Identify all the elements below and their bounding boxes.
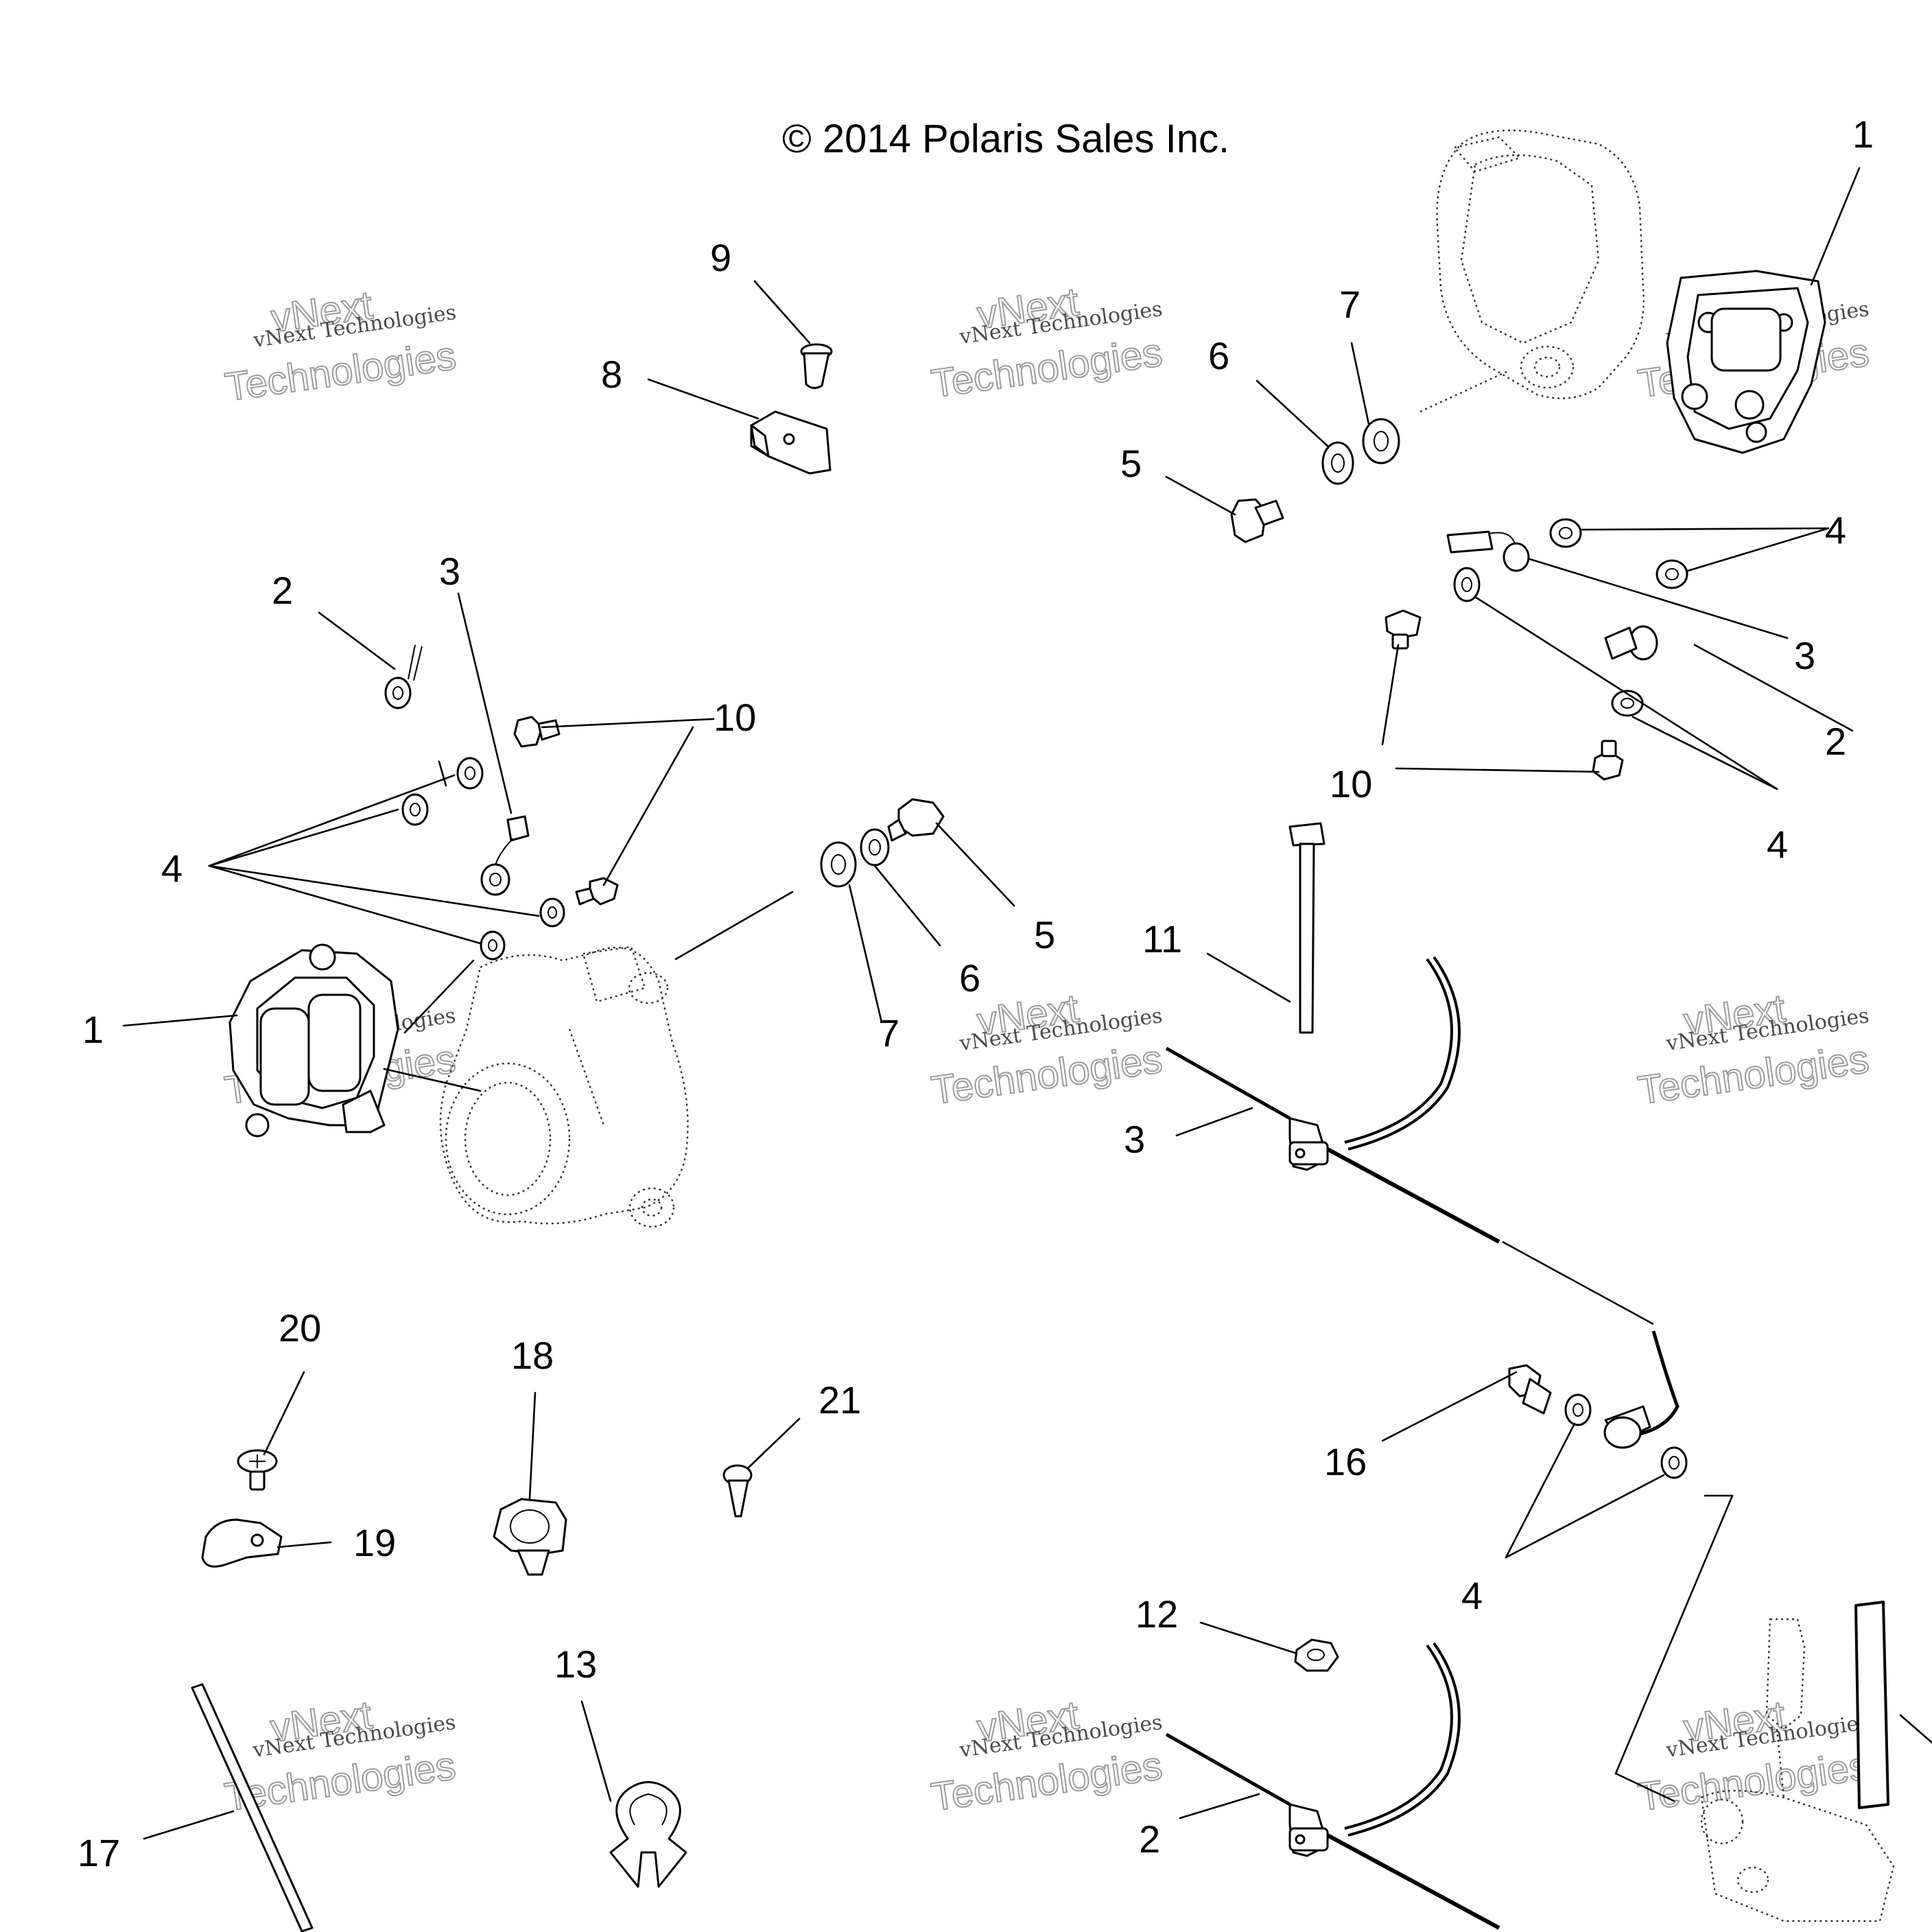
callout-13: 13 (554, 1642, 597, 1686)
callout-labels: 1 1 2 2 2 3 3 3 4 4 4 4 5 5 6 6 7 7 8 9 … (78, 113, 1874, 1874)
callout-6-mid: 6 (959, 956, 980, 1000)
washer-part-6-top (1321, 441, 1354, 485)
washer-part-4-bottom-a (1564, 1393, 1592, 1426)
callout-4-bottom: 4 (1461, 1574, 1483, 1617)
callout-21: 21 (818, 1378, 861, 1422)
callout-2-left: 2 (272, 569, 293, 612)
callout-9: 9 (710, 236, 731, 279)
callout-5-mid: 5 (1034, 913, 1055, 956)
callout-8: 8 (601, 353, 622, 396)
p-clamp-part-19 (201, 1518, 283, 1568)
callout-4-left: 4 (161, 847, 182, 890)
callout-3-left: 3 (439, 550, 460, 593)
callout-7-mid: 7 (878, 1011, 899, 1055)
callout-20: 20 (279, 1306, 321, 1350)
bolt-part-10-right-top (1385, 609, 1422, 650)
callout-19: 19 (353, 1521, 396, 1564)
callout-6-top: 6 (1208, 334, 1229, 377)
bolt-part-5-mid (887, 798, 945, 842)
callout-1-top: 1 (1852, 113, 1874, 156)
callout-10-left: 10 (714, 696, 756, 739)
callout-7-top: 7 (1339, 283, 1360, 326)
callout-17: 17 (78, 1831, 120, 1874)
bolt-part-11 (1288, 822, 1326, 1034)
brake-hose-part-3 (1165, 956, 1680, 1449)
brake-line-fitting-part-2-right (1604, 625, 1658, 661)
washer-part-4-left-a (456, 757, 484, 790)
washer-part-4-left-d (480, 930, 506, 961)
callout-4-right-top: 4 (1825, 508, 1846, 552)
bolt-part-10-left-bottom (575, 877, 619, 906)
bracket-clip-part-8 (750, 410, 832, 475)
washer-part-4-left-b (401, 793, 429, 826)
washer-part-4-left-c (539, 897, 565, 928)
master-cylinder-bottom-right (1700, 1601, 1895, 1922)
washer-part-4-bottom-b (1660, 1446, 1688, 1479)
callout-11: 11 (1142, 917, 1182, 961)
brake-caliper-left (228, 943, 399, 1138)
bolt-part-10-right-bottom (1592, 740, 1624, 781)
washer-part-6-mid (860, 828, 890, 867)
callout-1-left: 1 (82, 1008, 104, 1051)
watermark-bottom-center: vNext vNext Technologies Technologies (928, 1692, 1166, 1820)
screw-part-20 (237, 1449, 278, 1491)
brake-hose-part-2 (1165, 1642, 1500, 1930)
watermark-top-left: vNext vNext Technologies Technologies (222, 282, 459, 410)
watermark-mid-center: vNext vNext Technologies Technologies (928, 985, 1166, 1114)
knuckle-housing-top-right (1419, 129, 1645, 413)
watermark-top-center: vNext vNext Technologies Technologies (928, 279, 1166, 407)
rivet-part-9 (800, 343, 833, 389)
banjo-bolt-part-16 (1508, 1364, 1552, 1415)
grommet-part-13 (609, 1781, 687, 1888)
callout-2-right: 2 (1825, 720, 1846, 763)
brake-caliper-top-right (1666, 270, 1826, 454)
knuckle-housing-left (439, 945, 689, 1228)
callout-3-mid: 3 (1124, 1118, 1145, 1161)
brake-line-fitting-part-3-right (1446, 530, 1530, 572)
callout-5-top: 5 (1120, 442, 1142, 485)
callout-12: 12 (1135, 1592, 1178, 1636)
washer-part-7-mid (820, 841, 857, 888)
nut-part-12 (1294, 1638, 1339, 1672)
screw-part-21 (722, 1464, 753, 1518)
callout-2-bottom: 2 (1139, 1817, 1160, 1861)
bolt-part-10-left-top (513, 716, 561, 748)
callout-3-right: 3 (1794, 634, 1815, 677)
brake-line-fitting-part-3-left (480, 815, 530, 896)
copyright-text: © 2014 Polaris Sales Inc. (782, 117, 1229, 161)
washer-part-4-right-b (1656, 559, 1688, 589)
brake-line-fitting-part-2-left (384, 644, 423, 709)
clip-part-18 (493, 1498, 567, 1576)
washers-group (401, 418, 1688, 1479)
cable-tie-part-17 (191, 1683, 314, 1932)
bolt-part-5-top (1230, 498, 1284, 543)
callout-16: 16 (1324, 1440, 1367, 1483)
callout-10-right: 10 (1330, 762, 1372, 805)
callout-4-right-mid: 4 (1767, 823, 1788, 866)
washer-part-4-right-a (1549, 518, 1582, 548)
washer-part-4-right-c (1453, 567, 1481, 602)
watermark-mid-right: vNext vNext Technologies Technologies (1635, 985, 1872, 1114)
washer-part-7-top (1362, 418, 1400, 464)
leader-lines (122, 167, 1932, 1840)
watermark-bottom-right: vNext vNext Technologies Technologies (1635, 1692, 1872, 1820)
callout-18: 18 (511, 1334, 554, 1377)
